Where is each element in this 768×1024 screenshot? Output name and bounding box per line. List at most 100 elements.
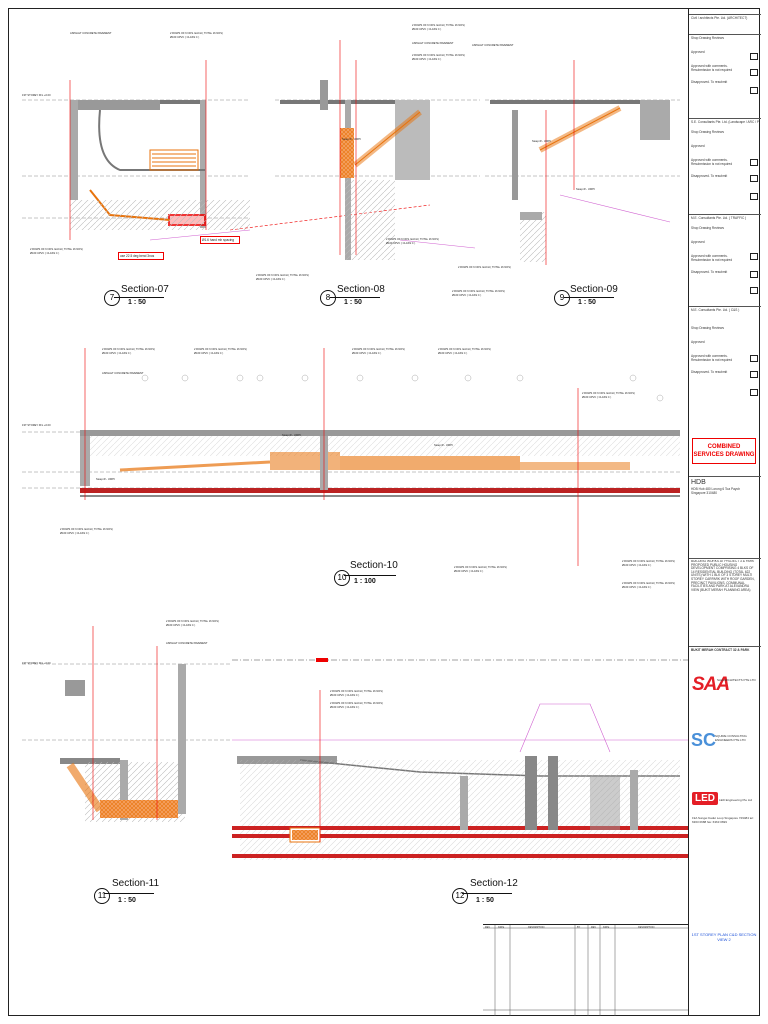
by-header: BY bbox=[577, 926, 581, 929]
review-block-4: M.E. Consultants Pte. Ltd. ( C&S ) Shop … bbox=[689, 306, 761, 416]
rows-note: 2 ROWS OF 6 NOS. EACH ( TOTAL 16 NOS) bbox=[170, 32, 223, 35]
pipe-note: Ø160 UPVC ( CLASS C ) bbox=[412, 28, 442, 31]
approved-checkbox[interactable] bbox=[750, 159, 758, 166]
pavement-note: ASPHALT CONCRETE PAVEMENT bbox=[412, 42, 454, 45]
approved-checkbox[interactable] bbox=[750, 53, 758, 60]
rows-note: 2 ROWS OF 6 NOS. EACH ( TOTAL 16 NOS) bbox=[438, 348, 491, 351]
rows-note: 2 ROWS OF 6 NOS. EACH ( TOTAL 16 NOS) bbox=[412, 24, 465, 27]
section-08-number: 8 bbox=[320, 290, 336, 306]
led-logo: LED bbox=[692, 792, 718, 805]
section-11-title: Section-11 bbox=[112, 878, 160, 889]
review-block-3: M.E. Consultants Pte. Ltd. ( TRAFFIC ) S… bbox=[689, 214, 761, 306]
rows-note: 2 ROWS OF 6 NOS. EACH ( TOTAL 16 NOS) bbox=[454, 566, 507, 569]
pavement-note: ASPHALT CONCRETE PAVEMENT bbox=[472, 44, 514, 47]
storey-level-label: 1ST STOREY FFL +0.00 bbox=[22, 94, 51, 97]
pipe-note: Ø160 UPVC ( CLASS C ) bbox=[452, 294, 482, 297]
pipe-note: Ø160 UPVC ( CLASS C ) bbox=[170, 36, 200, 39]
steep-label: Steep Ø - UDPV bbox=[96, 478, 116, 481]
section-07-underline bbox=[114, 297, 164, 298]
rows-note: 2 ROWS OF 6 NOS. EACH ( TOTAL 16 NOS) bbox=[582, 392, 635, 395]
approved-label: Approved bbox=[691, 144, 705, 148]
approved-comments-checkbox[interactable] bbox=[750, 175, 758, 182]
disapproved-checkbox[interactable] bbox=[750, 389, 758, 396]
led-address: 19A Sungei Kadut Loop Singapore 729484 t… bbox=[692, 816, 754, 824]
combined-services-label: COMBINED SERVICES DRAWING bbox=[692, 438, 756, 464]
pipe-note: Ø160 UPVC ( CLASS C ) bbox=[60, 532, 90, 535]
disapproved-checkbox[interactable] bbox=[750, 287, 758, 294]
storey-level-label: 1ST STOREY FFL +0.00 bbox=[22, 662, 51, 665]
rows-note: 2 ROWS OF 6 NOS. EACH ( TOTAL 16 NOS) bbox=[60, 528, 113, 531]
rows-note: 2 ROWS OF 6 NOS. EACH ( TOTAL 16 NOS) bbox=[458, 266, 511, 269]
review-block-1: Shop Drawing Reviews Approved Approved w… bbox=[689, 34, 761, 126]
rows-note: 2 ROWS OF 6 NOS. EACH ( TOTAL 16 NOS) bbox=[452, 290, 505, 293]
rows-note: 2 ROWS OF 6 NOS. EACH ( TOTAL 16 NOS) bbox=[622, 560, 675, 563]
storey-level-label: 1ST STOREY FFL +0.00 bbox=[22, 424, 51, 427]
rows-note: 2 ROWS OF 6 NOS. EACH ( TOTAL 16 NOS) bbox=[386, 238, 439, 241]
rows-note: 2 ROWS OF 6 NOS. EACH ( TOTAL 16 NOS) bbox=[352, 348, 405, 351]
consultant-2: S.E. Consultants Pte. Ltd. (Landscape / … bbox=[691, 120, 759, 124]
description-header-2: DESCRIPTION bbox=[638, 926, 655, 929]
section-08-underline bbox=[330, 297, 380, 298]
project-description-block: BUILDING WORKS AT PROJECT 3 & PARK PROPO… bbox=[689, 558, 761, 646]
shop-review-label: Shop Drawing Reviews bbox=[691, 130, 724, 134]
rev-header: REV bbox=[485, 926, 490, 929]
approved-comments-checkbox[interactable] bbox=[750, 69, 758, 76]
client-address: HDB Hub 480 Lorong 6 Toa Payoh Singapore… bbox=[691, 487, 741, 495]
disapproved-label: Disapproved. To resubmit bbox=[691, 370, 728, 374]
contract-name: BUKIT MERAH CONTRACT 32 & PARK bbox=[691, 648, 750, 652]
section-12-title: Section-12 bbox=[470, 878, 518, 889]
section-12-drawing bbox=[232, 658, 688, 860]
pavement-note: ASPHALT CONCRETE PAVEMENT bbox=[102, 372, 144, 375]
section-11-drawing bbox=[22, 626, 230, 822]
approved-label: Approved bbox=[691, 50, 705, 54]
section-07-drawing bbox=[22, 60, 251, 241]
section-12-scale: 1 : 50 bbox=[476, 897, 494, 904]
approved-comments-checkbox[interactable] bbox=[750, 371, 758, 378]
section-12-underline bbox=[462, 893, 512, 894]
pipe-note: Ø160 UPVC ( CLASS C ) bbox=[102, 352, 132, 355]
client-logo-text: HDB bbox=[691, 479, 706, 486]
rows-note: 2 ROWS OF 6 NOS. EACH ( TOTAL 16 NOS) bbox=[194, 348, 247, 351]
approved-checkbox[interactable] bbox=[750, 253, 758, 260]
rows-note: 2 ROWS OF 6 NOS. EACH ( TOTAL 16 NOS) bbox=[102, 348, 155, 351]
pipe-note: Ø160 UPVC ( CLASS C ) bbox=[438, 352, 468, 355]
steep-label: Steep Ø - UDPV bbox=[576, 188, 596, 191]
section-11-number: 11 bbox=[94, 888, 110, 904]
approved-comments-label: Approved with comments. Resubmission is … bbox=[691, 158, 733, 166]
consultant-3: M.E. Consultants Pte. Ltd. ( TRAFFIC ) bbox=[691, 216, 747, 220]
drawing-sheet bbox=[8, 8, 760, 1016]
rows-note: 2 ROWS OF 6 NOS. EACH ( TOTAL 16 NOS) bbox=[412, 54, 465, 57]
approved-comments-checkbox[interactable] bbox=[750, 271, 758, 278]
approved-comments-label: Approved with comments. Resubmission is … bbox=[691, 64, 733, 72]
rows-note: 2 ROWS OF 6 NOS. EACH ( TOTAL 16 NOS) bbox=[330, 690, 383, 693]
rows-note: 2 ROWS OF 6 NOS. EACH ( TOTAL 16 NOS) bbox=[30, 248, 83, 251]
rows-note: 2 ROWS OF 6 NOS. EACH ( TOTAL 16 NOS) bbox=[166, 620, 219, 623]
approved-checkbox[interactable] bbox=[750, 355, 758, 362]
consultant-architect: Civil / architects Pte. Ltd. (ARCHITECT) bbox=[691, 16, 748, 20]
approved-label: Approved bbox=[691, 240, 705, 244]
approved-comments-label: Approved with comments. Resubmission is … bbox=[691, 354, 733, 362]
pipe-note: Ø160 UPVC ( CLASS C ) bbox=[330, 706, 360, 709]
bend-note: use 22.5 deg bend 3nos bbox=[118, 252, 164, 260]
revision-table: REV DATE DESCRIPTION BY REV DATE DESCRIP… bbox=[483, 924, 688, 1016]
pipe-note: Ø160 UPVC ( CLASS C ) bbox=[256, 278, 286, 281]
date-header: DATE bbox=[498, 926, 505, 929]
pipe-note: Ø160 UPVC ( CLASS C ) bbox=[412, 58, 442, 61]
rows-note: 2 ROWS OF 6 NOS. EACH ( TOTAL 16 NOS) bbox=[622, 582, 675, 585]
rev-header-2: REV bbox=[591, 926, 596, 929]
title-block: Civil / architects Pte. Ltd. (ARCHITECT)… bbox=[688, 8, 761, 1016]
disapproved-checkbox[interactable] bbox=[750, 193, 758, 200]
section-09-underline bbox=[564, 297, 614, 298]
pipe-note: Ø160 UPVC ( CLASS C ) bbox=[622, 586, 652, 589]
section-12-number: 12 bbox=[452, 888, 468, 904]
disapproved-label: Disapproved. To resubmit bbox=[691, 174, 728, 178]
approved-label: Approved bbox=[691, 340, 705, 344]
steep-label: Steep Ø - UDPV bbox=[434, 444, 454, 447]
section-07-number: 7 bbox=[104, 290, 120, 306]
pipe-note: Ø160 UPVC ( CLASS C ) bbox=[622, 564, 652, 567]
sheet-title: 1ST STOREY PLAN C&D SECTION VIEW 2 bbox=[691, 932, 757, 942]
section-11-scale: 1 : 50 bbox=[118, 897, 136, 904]
review-block-2: S.E. Consultants Pte. Ltd. (Landscape / … bbox=[689, 118, 761, 218]
disapproved-checkbox[interactable] bbox=[750, 87, 758, 94]
